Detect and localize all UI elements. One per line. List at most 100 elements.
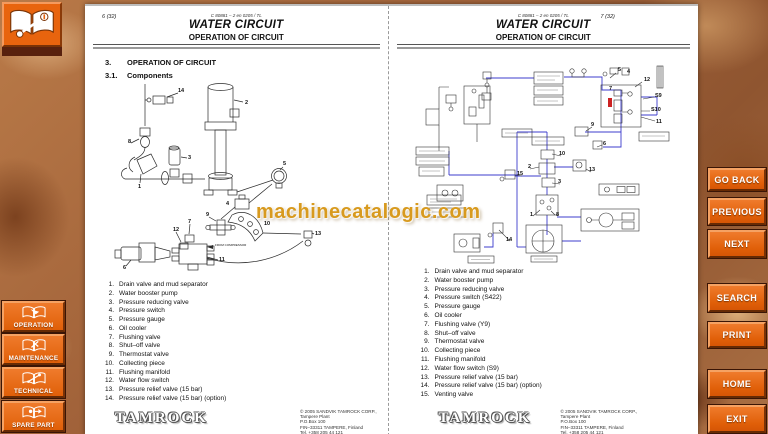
print-button[interactable]: PRINT	[707, 321, 767, 349]
svg-text:5: 5	[618, 67, 621, 73]
section-heading: 3.OPERATION OF CIRCUIT	[105, 58, 217, 67]
copyright-block: © 2005 SANDVIK TAMROCK CORP., Tampere Pl…	[561, 409, 656, 434]
header-rule	[93, 44, 380, 49]
component-list-item: 4.Pressure switch (S422)	[424, 294, 502, 302]
component-list-item: 13.Pressure relief valve (15 bar)	[104, 386, 203, 393]
home-button[interactable]: HOME	[707, 369, 767, 399]
component-list-item: 3.Pressure reducing valve	[108, 298, 189, 306]
component-list-item: 7.Flushing valve	[108, 333, 161, 341]
copyright-line: © 2005 SANDVIK TAMROCK CORP., Tampere Pl…	[300, 409, 377, 420]
component-list: 1.Drain valve and mud separator 2.Water …	[417, 268, 695, 400]
component-list-item: 11.Flushing manifold	[420, 355, 486, 363]
component-list-item: 12.Water flow switch	[104, 377, 170, 385]
doc-code: C 80881 – 2 en 0205 / TL	[210, 13, 262, 18]
svg-text:3: 3	[558, 179, 561, 185]
copyright-line: FIN–33311 TAMPERE, Finland	[560, 424, 624, 430]
operation-label: OPERATION	[13, 322, 54, 329]
svg-text:7: 7	[188, 219, 191, 225]
svg-text:6: 6	[123, 265, 126, 271]
svg-text:12: 12	[644, 77, 650, 83]
corner-band	[2, 47, 62, 56]
svg-text:S10: S10	[651, 107, 661, 113]
component-list-item: 5.Pressure gauge	[424, 303, 481, 311]
svg-text:4: 4	[627, 69, 631, 75]
subsection-heading: 3.1.Components	[105, 71, 173, 80]
diagram-annotation: FROM COMPRESSOR	[215, 243, 247, 247]
watermark: machinecatalogic.com	[256, 201, 481, 223]
component-list-item: 14.Pressure relief valve (15 bar) (optio…	[104, 394, 227, 402]
document-spread: 6 (32) C 80881 – 2 en 0205 / TL WATER CI…	[85, 4, 698, 434]
document-page-right: 7 (32) C 80881 – 2 en 0205 / TL WATER CI…	[387, 6, 699, 434]
go-back-button[interactable]: GO BACK	[707, 167, 767, 192]
spare-part-label: SPARE PART	[12, 422, 55, 429]
svg-text:7: 7	[609, 86, 612, 92]
svg-text:11: 11	[656, 119, 662, 125]
component-list-item: 6.Oil cooler	[424, 311, 462, 319]
doc-title: WATER CIRCUIT	[496, 19, 591, 31]
search-button[interactable]: SEARCH	[707, 283, 767, 313]
component-list: 1.Drain valve and mud separator 2.Water …	[101, 281, 383, 404]
maintenance-label: MAINTENANCE	[8, 355, 59, 362]
copyright-line: Tel. +358 205 44 121	[300, 429, 344, 434]
technical-button[interactable]: TECHNICAL	[1, 366, 66, 399]
svg-text:9: 9	[206, 212, 209, 218]
svg-text:2: 2	[528, 164, 531, 170]
operation-button[interactable]: OPERATION	[1, 300, 66, 333]
component-list-item: 9.Thermostat valve	[108, 351, 169, 358]
component-list-item: 1.Drain valve and mud separator	[108, 281, 208, 288]
component-list-item: 3.Pressure reducing valve	[424, 285, 505, 293]
component-list-item: 12.Water flow switch (S9)	[420, 364, 499, 372]
tamrock-logo: TAMROCK	[438, 410, 532, 426]
component-list-item: 9.Thermostat valve	[424, 338, 485, 346]
svg-text:15: 15	[517, 171, 523, 177]
operation-book-icon	[21, 306, 46, 319]
spare-part-button[interactable]: SPARE PART	[1, 400, 66, 433]
svg-text:1: 1	[138, 184, 141, 190]
svg-text:9: 9	[591, 122, 594, 128]
component-list-item: 7.Flushing valve (Y9)	[424, 320, 491, 328]
component-list-item: 10.Collecting piece	[420, 347, 481, 355]
component-list-item: 1.Drain valve and mud separator	[424, 268, 524, 275]
component-list-item: 8.Shut–off valve	[424, 329, 476, 337]
svg-text:10: 10	[264, 221, 270, 227]
svg-text:13: 13	[315, 231, 321, 237]
maintenance-button[interactable]: MAINTENANCE	[1, 333, 66, 366]
doc-subtitle: OPERATION OF CIRCUIT	[495, 33, 591, 42]
svg-text:12: 12	[173, 227, 179, 233]
svg-text:8: 8	[556, 212, 559, 218]
component-list-item: 6.Oil cooler	[108, 324, 147, 332]
technical-book-icon	[21, 372, 46, 385]
svg-text:4: 4	[226, 201, 230, 207]
exit-button[interactable]: EXIT	[707, 404, 767, 434]
component-list-item: 10.Collecting piece	[104, 359, 165, 367]
component-list-item: 2.Water booster pump	[424, 276, 494, 284]
previous-button[interactable]: PREVIOUS	[707, 197, 767, 226]
component-list-item: 15.Venting valve	[420, 391, 474, 399]
svg-text:2: 2	[245, 100, 248, 106]
svg-text:13: 13	[589, 167, 595, 173]
doc-title: WATER CIRCUIT	[189, 19, 284, 31]
header-rule	[396, 44, 690, 49]
component-list-item: 4.Pressure switch	[108, 307, 165, 315]
component-list-item: 8.Shut–off valve	[108, 342, 161, 350]
component-list-item: 11.Flushing manifold	[105, 368, 170, 376]
manual-logo[interactable]	[2, 2, 62, 47]
copyright-line: P.O.Box 100	[560, 419, 586, 425]
doc-subtitle: OPERATION OF CIRCUIT	[188, 33, 284, 42]
tamrock-logo: TAMROCK	[115, 410, 208, 426]
maintenance-book-icon	[21, 339, 46, 352]
svg-text:8: 8	[128, 139, 131, 145]
component-list-item: 5.Pressure gauge	[108, 316, 165, 323]
svg-text:14: 14	[506, 237, 513, 243]
svg-text:3: 3	[188, 155, 191, 161]
spare-part-book-icon	[21, 406, 46, 419]
svg-text:14: 14	[178, 88, 185, 94]
copyright-line: P.O.Box 100	[300, 419, 326, 425]
page-number: 6 (32)	[102, 14, 117, 20]
document-page-left: 6 (32) C 80881 – 2 en 0205 / TL WATER CI…	[85, 6, 388, 434]
next-button[interactable]: NEXT	[707, 229, 767, 259]
page-number: 7 (32)	[600, 14, 615, 20]
